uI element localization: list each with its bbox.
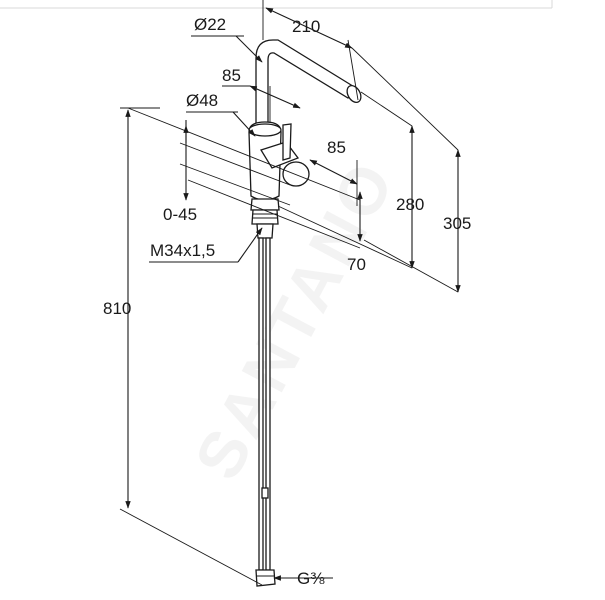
lever-length-label: 85 — [327, 138, 346, 157]
spout-reach-label: 210 — [292, 17, 320, 36]
spout-diameter-label: Ø22 — [194, 15, 226, 34]
lever-knob — [282, 161, 310, 187]
watermark: SANTANO — [180, 148, 409, 491]
hose-fitting — [255, 569, 276, 587]
spout-height-label: 280 — [396, 195, 424, 214]
base-depth-label: 70 — [347, 255, 366, 274]
svg-text:SANTANO: SANTANO — [180, 148, 409, 491]
total-top-height-label: 305 — [443, 214, 471, 233]
body-diameter-label: Ø48 — [186, 91, 218, 110]
faucet-body — [248, 39, 362, 587]
swivel-range-label: 0-45 — [163, 205, 197, 224]
dimension-lines — [119, 0, 461, 586]
supply-hose — [265, 237, 271, 571]
total-height-label: 810 — [103, 299, 131, 318]
supply-hose — [258, 237, 264, 571]
connection-label: G⅜ — [297, 569, 325, 588]
lever-offset-label: 85 — [222, 66, 241, 85]
thread-label: M34x1,5 — [150, 241, 215, 260]
